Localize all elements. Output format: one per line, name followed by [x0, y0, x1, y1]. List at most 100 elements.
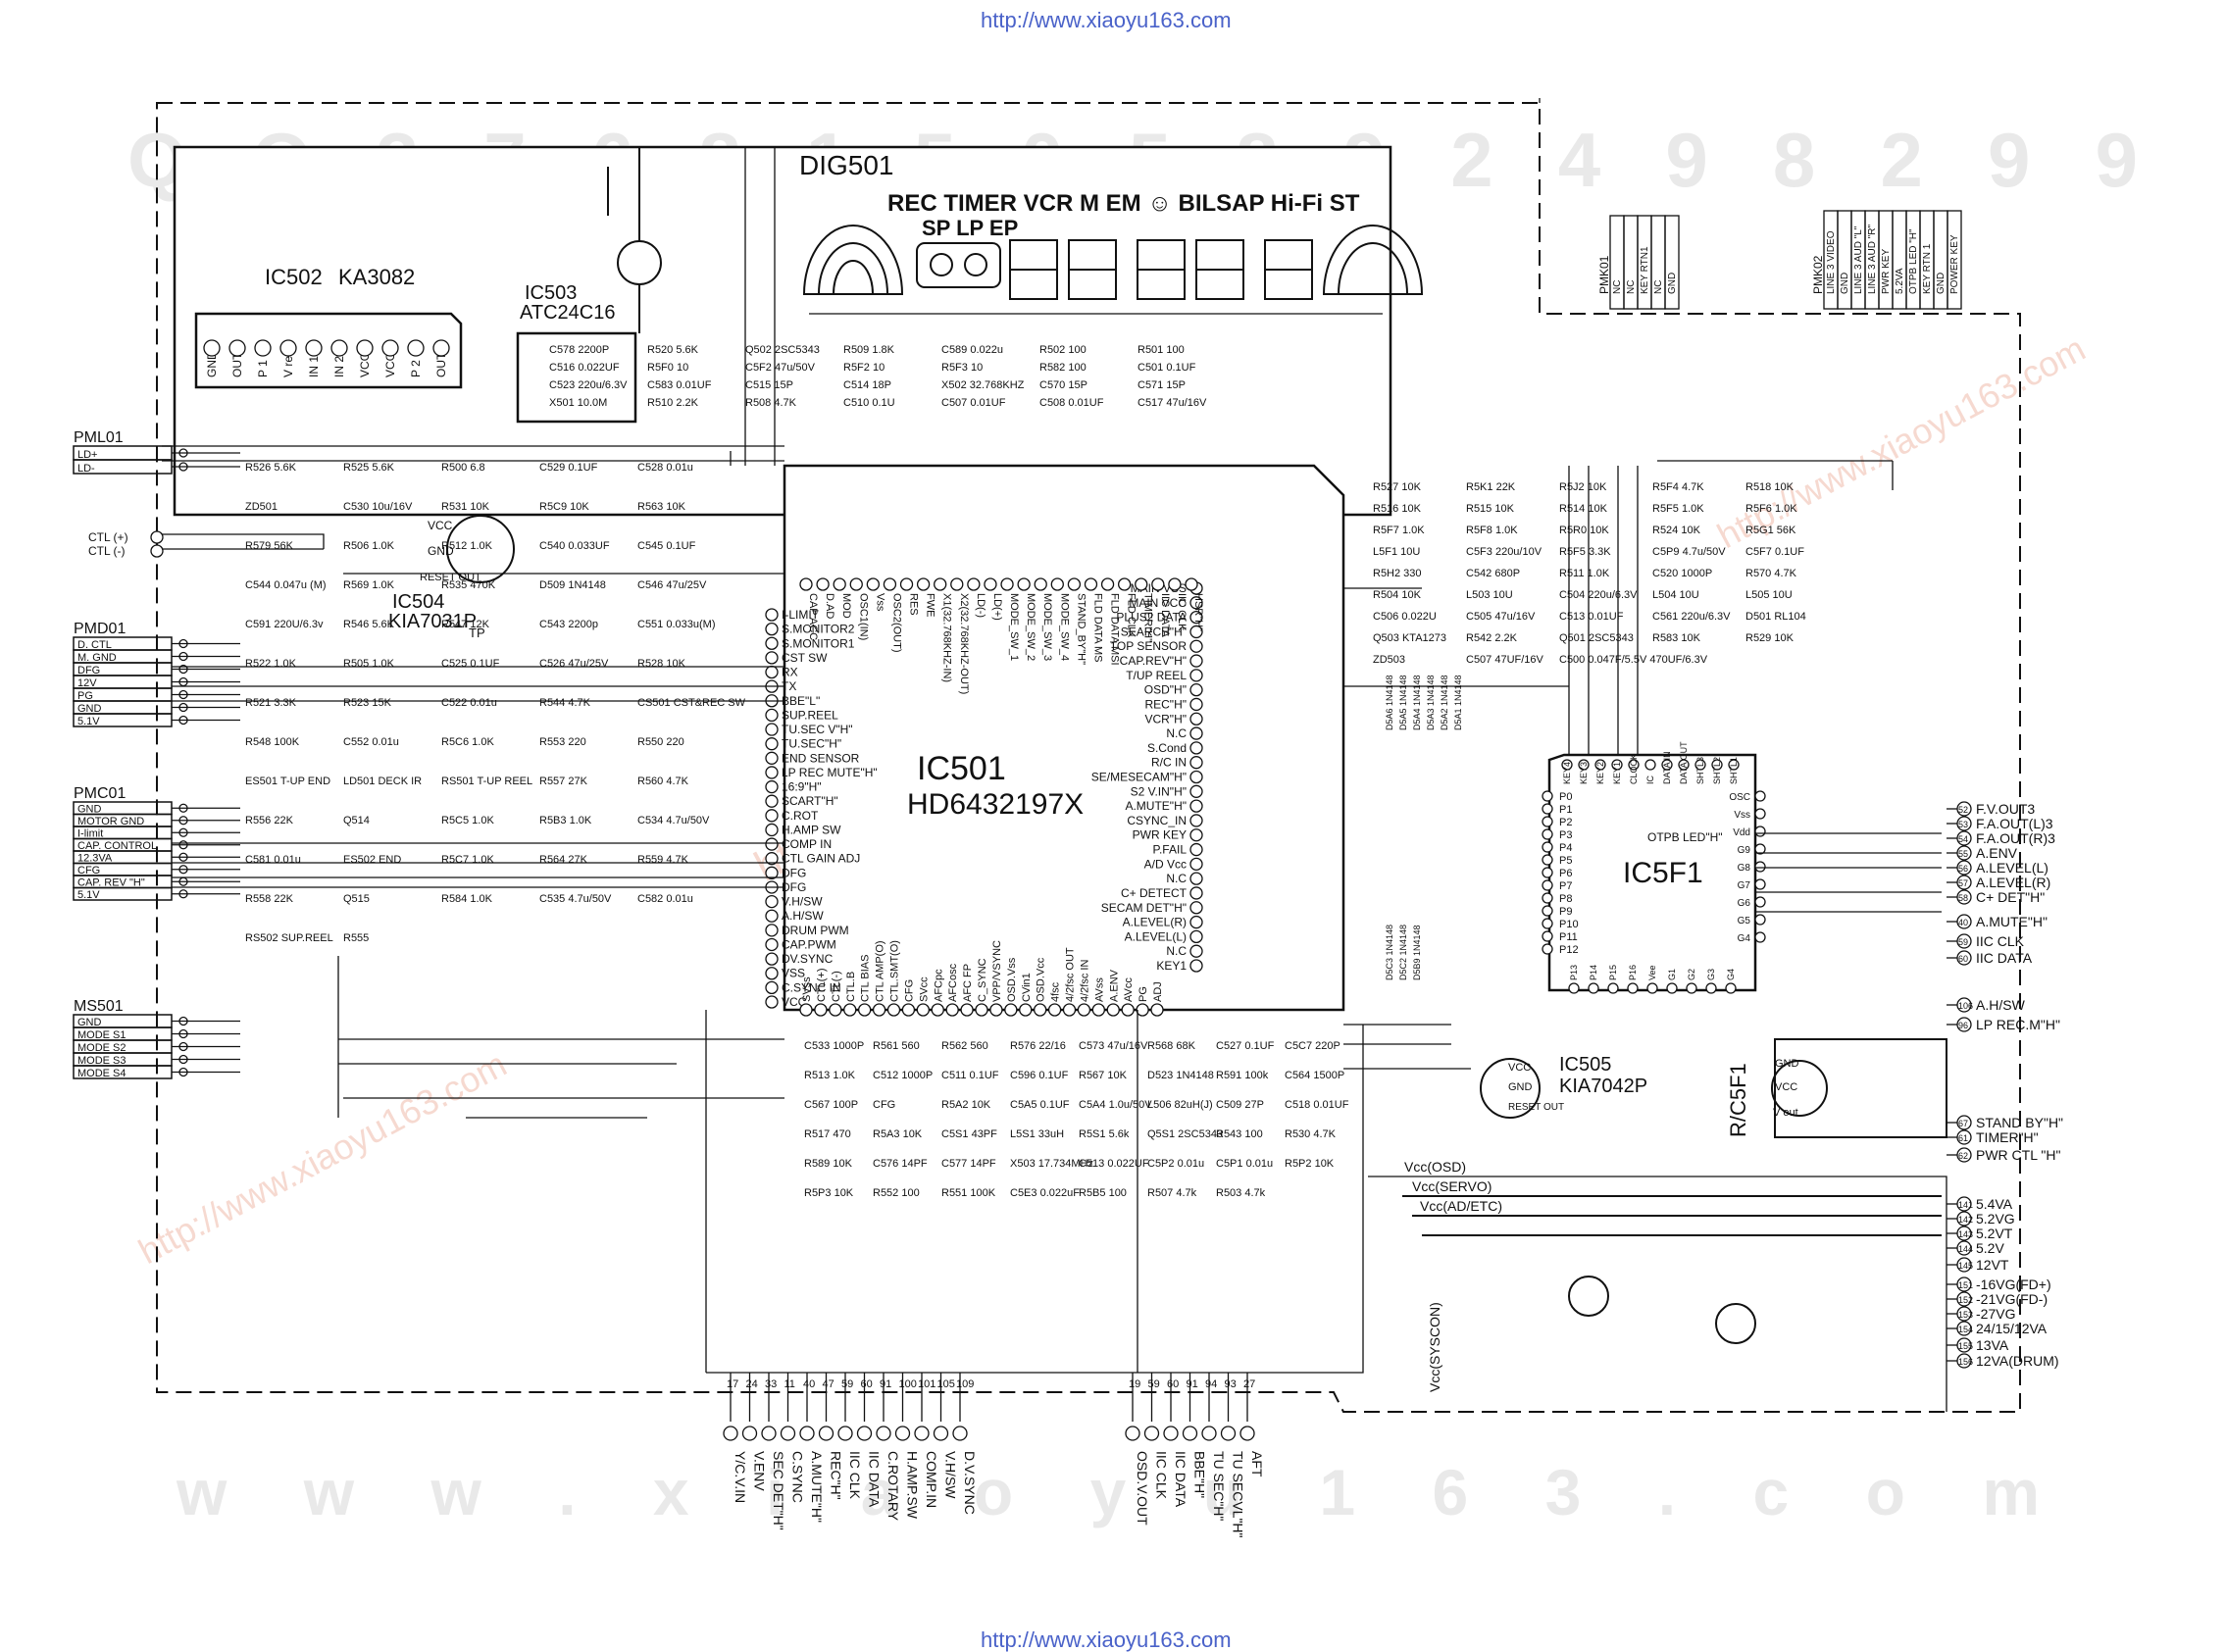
component-label: R524 10K: [1652, 525, 1701, 536]
component-label: C512 1000P: [873, 1070, 933, 1081]
ic5f1-top-pin: IC: [1645, 775, 1655, 784]
component-label: C516 0.022UF: [549, 362, 620, 374]
pmk01-pin: GND: [1667, 273, 1678, 294]
right-output-label: -16VG(FD+): [1976, 1277, 2051, 1292]
component-label: ZD501: [245, 501, 278, 513]
bottom-b-label: TU SECVL"H": [1231, 1451, 1246, 1538]
ic501-right-pin: MAIN VCC: [1129, 596, 1187, 610]
right-output-pin: 55: [1958, 849, 1968, 859]
ic5f1-left-pin: P7: [1559, 880, 1572, 892]
ic5f1-top-pin: KEY1: [1612, 762, 1622, 784]
bottom-b-label: OSD.V.OUT: [1135, 1451, 1150, 1526]
component-label: C535 4.7u/50V: [539, 893, 612, 905]
right-output-label: 5.2VG: [1976, 1211, 2015, 1226]
bottom-a-pin: 109: [956, 1378, 974, 1390]
ic501-top-pin: Vss: [874, 593, 885, 612]
bottom-a-label: H.AMP.SW: [905, 1451, 921, 1520]
bottom-url[interactable]: http://www.xiaoyu163.com: [981, 1627, 1232, 1652]
top-url[interactable]: http://www.xiaoyu163.com: [981, 8, 1232, 32]
ic501-bottom-pin: SVss: [801, 976, 813, 1002]
component-label: C544 0.047u (M): [245, 579, 327, 591]
component-label: R553 220: [539, 736, 586, 748]
component-label: X503 17.734MHz: [1010, 1158, 1093, 1170]
bottom-b-pin: 93: [1225, 1378, 1237, 1390]
diode-label: D5A6 1N4148: [1385, 675, 1394, 730]
vfd-icons: REC TIMER VCR M EM ☺ BILSAP Hi-Fi ST: [887, 190, 1360, 217]
ic503-ref: IC503: [525, 282, 577, 304]
ic501-top-pin: HSR"H": [1192, 593, 1204, 631]
watermark-site: w w w . x i a o y u 1 6 3 . c o m: [176, 1456, 2040, 1528]
ic501-bottom-pin: ADJ: [1152, 981, 1164, 1002]
right-output-pin: 54: [1958, 834, 1968, 844]
component-label: R523 15K: [343, 697, 392, 709]
ic504-ref: IC504: [392, 591, 444, 613]
ic501-right-pin: REC"H": [1144, 697, 1187, 711]
right-output-label: -21VG(FD-): [1976, 1291, 2048, 1307]
ic5f1-top-pin: DATA IN: [1662, 751, 1672, 784]
rc5f1-ref: R/C5F1: [1726, 1063, 1750, 1137]
component-label: R5F6 1.0K: [1745, 503, 1797, 515]
component-label: C551 0.033u(M): [637, 619, 716, 630]
component-label: C513 0.01UF: [1559, 611, 1624, 623]
diode-label: D5A2 1N4148: [1440, 675, 1449, 730]
component-label: D523 1N4148: [1147, 1070, 1214, 1081]
ic5f1-left-pin: P2: [1559, 817, 1572, 828]
component-label: CFG: [873, 1099, 895, 1111]
component-label: R560 4.7K: [637, 776, 689, 787]
bottom-b-pin: 60: [1167, 1378, 1179, 1390]
component-label: ZD503: [1373, 654, 1405, 666]
ic504-vcc: VCC: [428, 519, 453, 532]
ic5f1-top-pin: DATA OUT: [1679, 741, 1689, 784]
ic5f1-bottom-pin: G1: [1667, 969, 1677, 980]
component-label: C5F3 220u/10V: [1466, 546, 1542, 558]
ic502-pin-5: IN 1: [307, 356, 321, 377]
component-label: R521 3.3K: [245, 697, 297, 709]
right-output-label: PWR CTL "H": [1976, 1147, 2060, 1163]
ic501-right-pin: KEY1: [1156, 959, 1187, 973]
bottom-url-link[interactable]: http://www.xiaoyu163.com: [981, 1627, 1232, 1652]
component-label: LD501 DECK IR: [343, 776, 422, 787]
ic501-ref: IC501: [917, 750, 1006, 787]
right-output-pin: 67: [1958, 1119, 1968, 1128]
ic5f1-left-pin: P8: [1559, 893, 1572, 905]
component-label: L504 10U: [1652, 589, 1699, 601]
ic501-bottom-pin: CFG: [903, 979, 915, 1002]
bottom-a-label: V.H/SW: [943, 1451, 959, 1499]
diode-label: D5A5 1N4148: [1398, 675, 1408, 730]
component-label: R569 1.0K: [343, 579, 395, 591]
ic501-top-pin: LD(-): [975, 593, 986, 618]
ic501-right-pin: C+ DETECT: [1121, 886, 1188, 900]
ic5f1-top-pin: SHTL1: [1729, 757, 1739, 784]
ic505-block: IC505 KIA7042P VCC GND RESET OUT: [1480, 1054, 1647, 1119]
ic501-right-pin: A/D Vcc: [1144, 857, 1187, 871]
component-label: R511 1.0K: [1559, 568, 1610, 579]
ic5f1-left-pin: P1: [1559, 804, 1572, 816]
ic5f1-bottom-pin: P13: [1569, 965, 1579, 980]
right-output-pin: 152: [1958, 1295, 1973, 1305]
pmk01-pin: NC: [1612, 280, 1623, 294]
diode-label: D5C2 1N4148: [1398, 925, 1408, 980]
ic5f1-right-pin: Vdd: [1733, 827, 1750, 838]
ic501-left-pin: CST SW: [782, 651, 828, 665]
component-label: C545 0.1UF: [637, 540, 696, 552]
ic5f1-left-pin: P11: [1559, 931, 1578, 943]
ic501-top-pin: MODE_SW_2: [1025, 593, 1037, 661]
component-label: C573 47u/16V: [1079, 1040, 1148, 1052]
component-label: R507 4.7k: [1147, 1187, 1197, 1199]
pmc01-pin: 5.1V: [77, 889, 100, 901]
component-label: C522 0.01u: [441, 697, 497, 709]
component-label: C589 0.022u: [941, 344, 1003, 356]
ic505-reset: RESET OUT: [1508, 1102, 1564, 1113]
ic502-ref: IC502: [265, 265, 323, 289]
ic504-gnd: GND: [428, 544, 454, 558]
ic503-part: ATC24C16: [520, 302, 615, 324]
ic501-bottom-pin: AVcc: [1123, 977, 1135, 1002]
component-label: R576 22/16: [1010, 1040, 1066, 1052]
top-url-link[interactable]: http://www.xiaoyu163.com: [981, 8, 1232, 32]
ic502-pin-6: IN 2: [332, 356, 346, 377]
right-output-pin: 58: [1958, 893, 1968, 903]
